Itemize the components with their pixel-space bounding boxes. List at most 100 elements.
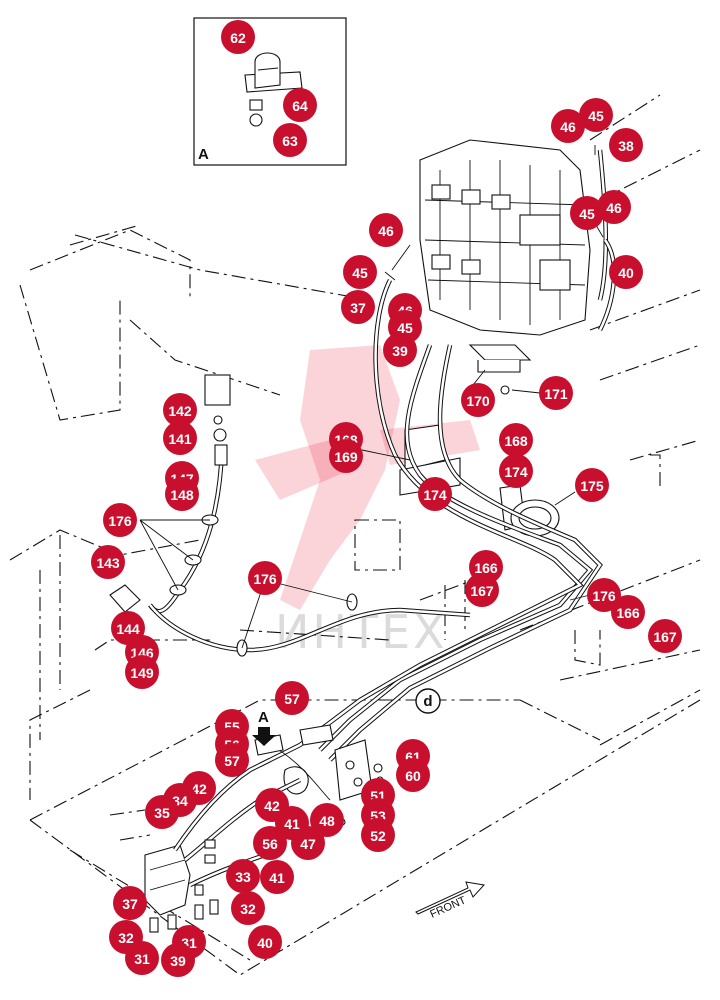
callout-label: 42	[264, 798, 280, 814]
callout-label: 57	[284, 691, 300, 707]
callout-142: 142	[163, 393, 197, 427]
callout-label: 46	[606, 200, 622, 216]
callout-label: 141	[168, 431, 192, 447]
callout-40: 40	[609, 255, 643, 289]
callout-label: 176	[592, 588, 616, 604]
callout-45: 45	[570, 196, 604, 230]
callout-56: 56	[253, 826, 287, 860]
callout-176: 176	[587, 578, 621, 612]
callout-label: 45	[588, 108, 604, 124]
svg-text:A: A	[198, 146, 209, 163]
callout-60: 60	[396, 758, 430, 792]
callout-32: 32	[231, 891, 265, 925]
svg-text:d: d	[423, 693, 432, 710]
callout-46: 46	[551, 109, 585, 143]
callout-171: 171	[539, 376, 573, 410]
callout-label: 149	[130, 665, 154, 681]
inset-detail-a: A	[193, 17, 347, 166]
callout-label: 167	[470, 583, 494, 599]
callout-168: 168	[499, 423, 533, 457]
callout-37: 37	[341, 290, 375, 324]
callout-label: 142	[168, 403, 192, 419]
callout-148: 148	[165, 477, 199, 511]
callout-141: 141	[163, 421, 197, 455]
callout-64: 64	[283, 88, 317, 122]
callout-label: 41	[269, 870, 285, 886]
callout-170: 170	[461, 383, 495, 417]
callout-label: 56	[262, 836, 278, 852]
callout-57: 57	[275, 681, 309, 715]
callout-label: 33	[235, 869, 251, 885]
callout-label: 176	[253, 571, 277, 587]
callout-35: 35	[145, 795, 179, 829]
view-a-marker: A	[252, 709, 276, 746]
callout-label: 37	[122, 896, 138, 912]
callout-149: 149	[125, 655, 159, 689]
callout-label: 40	[618, 265, 634, 281]
callout-57: 57	[215, 743, 249, 777]
callout-label: 148	[170, 487, 194, 503]
callout-label: 175	[580, 478, 604, 494]
callout-46: 46	[369, 213, 403, 247]
callout-label: 169	[334, 449, 358, 465]
callout-label: 176	[108, 513, 132, 529]
callout-label: 45	[579, 206, 595, 222]
callout-layer: 6264634645384546404645374645391701711421…	[91, 20, 682, 977]
callout-38: 38	[609, 128, 643, 162]
front-direction-arrow: FRONT	[415, 881, 485, 921]
callout-label: 39	[392, 343, 408, 359]
callout-label: 60	[405, 768, 421, 784]
callout-42: 42	[255, 788, 289, 822]
callout-label: 46	[378, 223, 394, 239]
callout-label: 48	[319, 813, 335, 829]
callout-label: 40	[257, 935, 273, 951]
detail-d-marker: d	[415, 688, 441, 714]
control-valve	[419, 139, 591, 336]
callout-label: 39	[170, 953, 186, 969]
callout-33: 33	[226, 859, 260, 893]
callout-41: 41	[260, 860, 294, 894]
callout-label: 64	[292, 98, 308, 114]
callout-label: 168	[504, 433, 528, 449]
callout-label: 32	[240, 901, 256, 917]
callout-62: 62	[221, 20, 255, 54]
callout-45: 45	[343, 255, 377, 289]
callout-37: 37	[113, 886, 147, 920]
callout-label: 174	[423, 487, 447, 503]
callout-52: 52	[361, 818, 395, 852]
callout-174: 174	[418, 477, 452, 511]
callout-166: 166	[611, 595, 645, 629]
callout-label: 46	[560, 119, 576, 135]
callout-label: 63	[282, 133, 298, 149]
callout-63: 63	[273, 123, 307, 157]
callout-40: 40	[248, 925, 282, 959]
callout-label: 174	[504, 464, 528, 480]
frame-outlines	[9, 94, 701, 976]
callout-48: 48	[310, 803, 344, 837]
left-hose	[109, 374, 471, 657]
callout-label: 31	[134, 951, 150, 967]
callout-167: 167	[465, 573, 499, 607]
bracket-170	[468, 344, 532, 395]
callout-31: 31	[125, 941, 159, 975]
callout-175: 175	[575, 468, 609, 502]
callout-label: 37	[350, 300, 366, 316]
callout-176: 176	[103, 503, 137, 537]
callout-46: 46	[597, 190, 631, 224]
svg-text:A: A	[258, 709, 269, 726]
callout-169: 169	[329, 439, 363, 473]
callout-39: 39	[383, 333, 417, 367]
callout-39: 39	[161, 943, 195, 977]
callout-label: 32	[118, 930, 134, 946]
callout-label: 45	[352, 265, 368, 281]
callout-label: 38	[618, 138, 634, 154]
callout-label: 144	[116, 621, 140, 637]
callout-143: 143	[91, 545, 125, 579]
callout-label: 143	[96, 555, 120, 571]
callout-167: 167	[648, 619, 682, 653]
callout-label: 47	[300, 836, 316, 852]
callout-label: 52	[370, 828, 386, 844]
callout-label: 167	[653, 629, 677, 645]
callout-label: 45	[397, 320, 413, 336]
